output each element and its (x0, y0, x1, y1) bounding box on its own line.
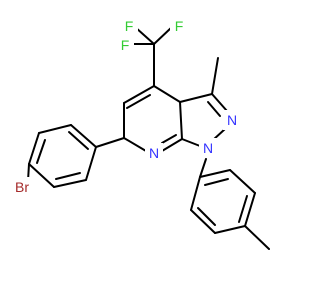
bond-bph-3 (28, 132, 40, 165)
bond-bph-1 (70, 124, 97, 148)
bond-tol-4 (214, 225, 246, 234)
bond-tol-5 (190, 209, 216, 234)
atom-br: Br (15, 179, 29, 195)
bond-c-f2 (153, 26, 173, 45)
atom-f2: F (175, 18, 184, 34)
bond-c3-n2-inner (207, 101, 221, 117)
bond-tol-1-inner (204, 178, 229, 186)
bond-c3-n2 (211, 93, 228, 112)
bond-n7-c7a-inner (161, 134, 177, 144)
bond-c6-n7 (123, 137, 147, 152)
bond-bph-4 (28, 163, 55, 188)
bond-tol-6 (190, 176, 201, 211)
bond-c-f1 (134, 26, 155, 45)
atom-f1: F (125, 18, 134, 34)
bond-bph-5 (53, 179, 87, 188)
bond-c3-methyl (211, 57, 219, 95)
atom-n1: N (203, 140, 213, 156)
bond-bph-1-inner (68, 131, 89, 150)
bond-tol-1 (199, 169, 231, 178)
bond-tol-5-inner (197, 207, 216, 226)
bond-bph-3-inner (36, 139, 46, 164)
bond-bph-2 (38, 124, 72, 134)
bonds (27, 26, 270, 250)
bond-c4-c5-inner (126, 94, 151, 109)
atom-n7: N (149, 145, 159, 161)
structure-drawing: F F F N N N Br (10, 16, 270, 250)
bond-c3a-c3 (179, 93, 213, 103)
bond-tol-3 (244, 192, 256, 227)
bond-n7-c7a (161, 138, 183, 152)
atom-n2: N (227, 112, 237, 128)
bond-c7a-c3a (179, 101, 183, 140)
bond-tol-3-inner (238, 195, 248, 223)
bond-bph-5-inner (55, 172, 81, 180)
bond-c4-c3a (153, 85, 181, 103)
bond-c4-c5 (123, 85, 155, 104)
atom-f3: F (121, 37, 130, 53)
bond-n1-c7a (181, 138, 201, 147)
bond-c6-aryl (95, 137, 125, 148)
bond-tol-methyl (244, 225, 270, 250)
bond-n1-aryl (199, 158, 207, 178)
molecule-diagram: F F F N N N Br (10, 16, 270, 250)
bond-bph-6 (85, 146, 97, 181)
bond-tol-2 (229, 169, 256, 194)
atom-labels: F F F N N N Br (10, 16, 241, 197)
